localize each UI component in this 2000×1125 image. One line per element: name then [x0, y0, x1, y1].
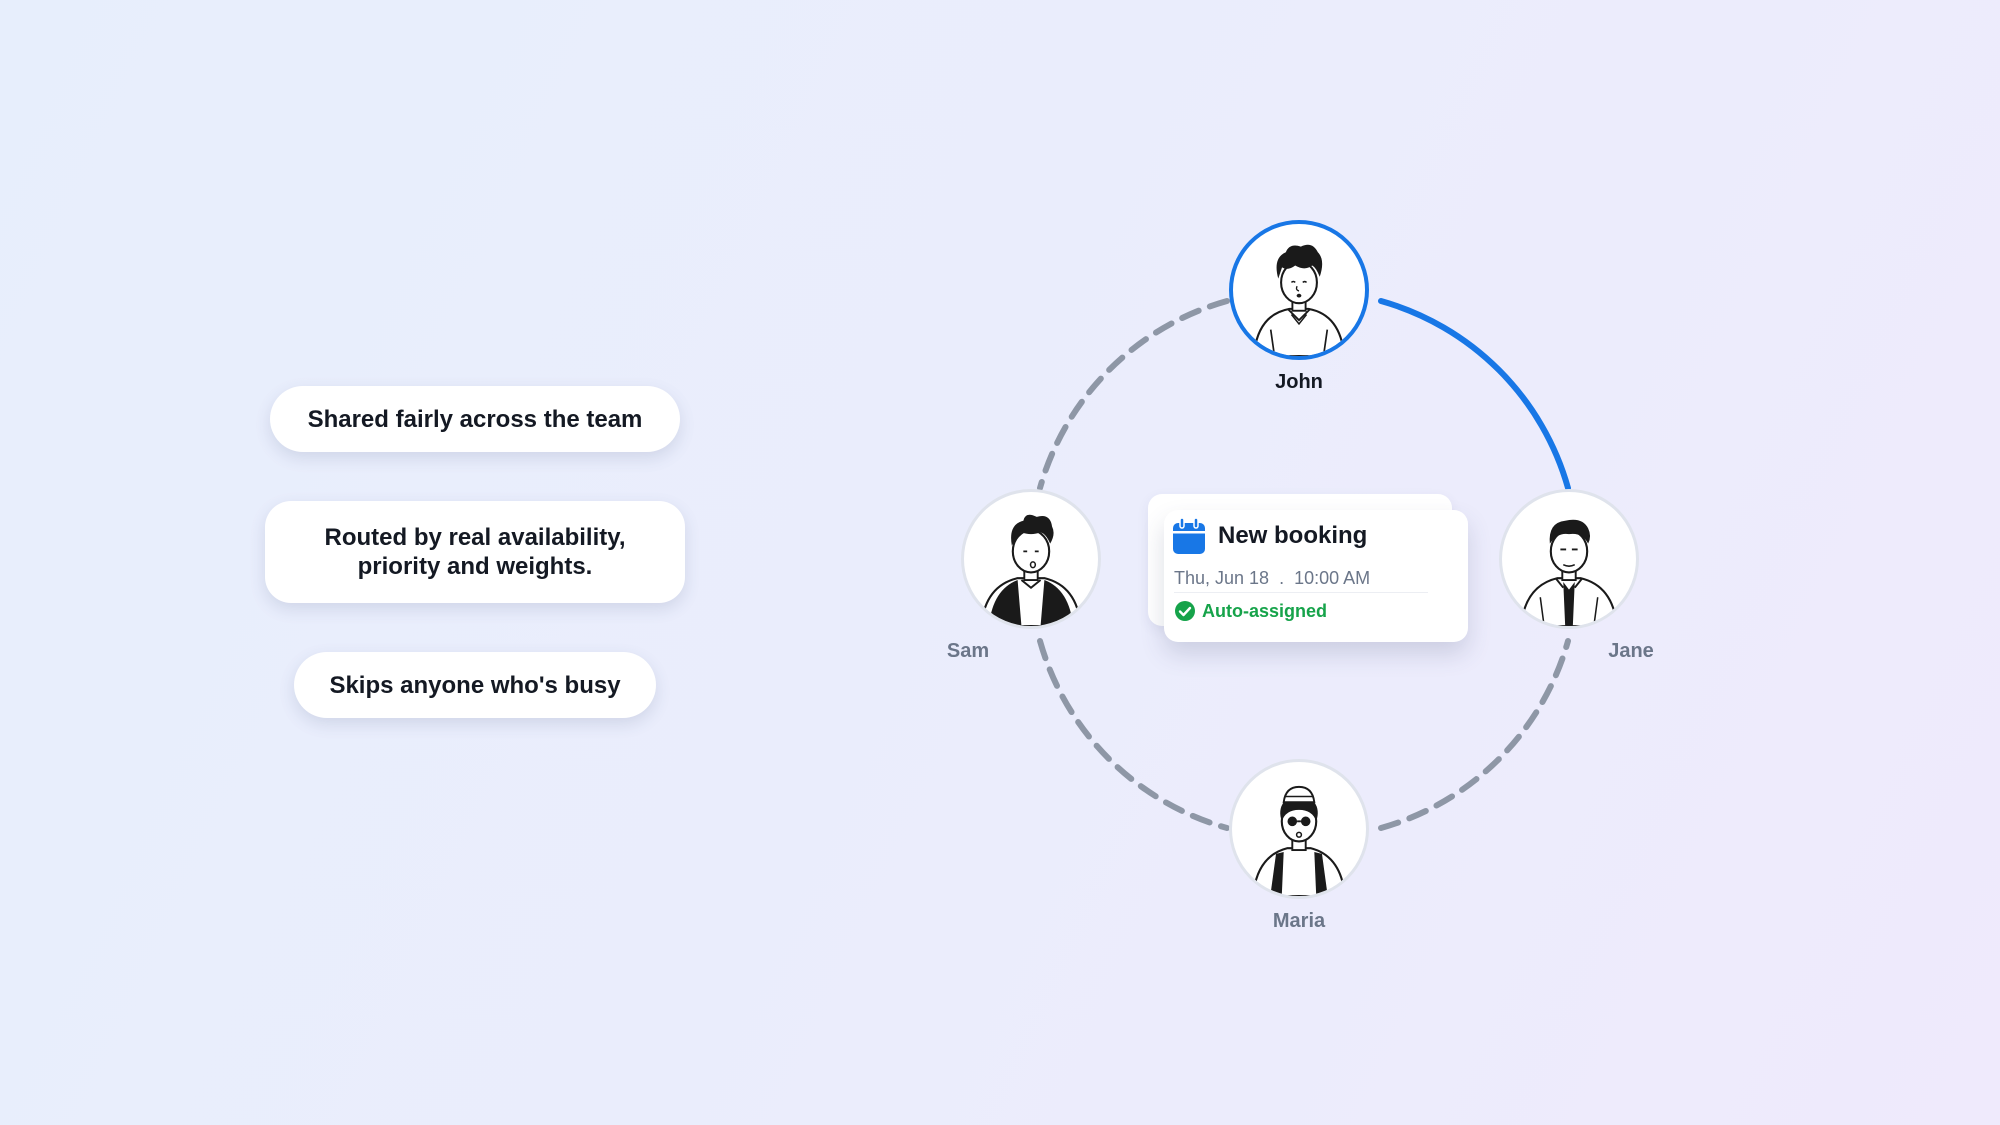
booking-datetime: Thu, Jun 18 . 10:00 AM — [1174, 568, 1371, 588]
ring-segment-maria-jane — [1378, 638, 1571, 831]
ring-dashed-segments — [1037, 298, 1571, 831]
person-illustration-icon — [980, 514, 1082, 626]
ring-segment-john-jane-active — [1378, 298, 1571, 491]
check-circle-icon — [1175, 601, 1195, 621]
booking-card-header: New booking — [1172, 517, 1367, 555]
name-maria: Maria — [1272, 910, 1326, 932]
ring-segment-john-sam — [1037, 298, 1230, 491]
name-john: John — [1275, 371, 1323, 393]
avatar-sam[interactable] — [961, 489, 1101, 629]
feature-text: Shared fairly across the team — [307, 405, 643, 433]
avatar-jane[interactable] — [1499, 489, 1639, 629]
booking-status-label: Auto-assigned — [1202, 600, 1328, 621]
person-illustration-icon — [1520, 519, 1618, 626]
booking-status: Auto-assigned — [1174, 600, 1327, 622]
name-jane: Jane — [1608, 640, 1654, 662]
feature-text-line-2: priority and weights. — [357, 553, 593, 580]
feature-pill-routing: Routed by real availability, priority an… — [265, 501, 685, 603]
booking-card[interactable] — [1164, 510, 1468, 642]
feature-text: Skips anyone who's busy — [329, 671, 621, 699]
avatar-john[interactable] — [1229, 220, 1369, 360]
person-illustration-icon — [1252, 244, 1346, 356]
feature-pill-skip-busy: Skips anyone who's busy — [294, 652, 656, 718]
person-illustration-icon — [1251, 785, 1347, 896]
ring-segment-sam-maria — [1037, 638, 1230, 831]
feature-text-line-1: Routed by real availability, — [324, 524, 626, 551]
calendar-icon — [1173, 517, 1205, 554]
name-sam: Sam — [946, 640, 990, 662]
feature-pill-fair-share: Shared fairly across the team — [270, 386, 680, 452]
avatar-maria[interactable] — [1229, 759, 1369, 899]
booking-title: New booking — [1218, 522, 1368, 549]
booking-card-divider — [1174, 592, 1428, 593]
